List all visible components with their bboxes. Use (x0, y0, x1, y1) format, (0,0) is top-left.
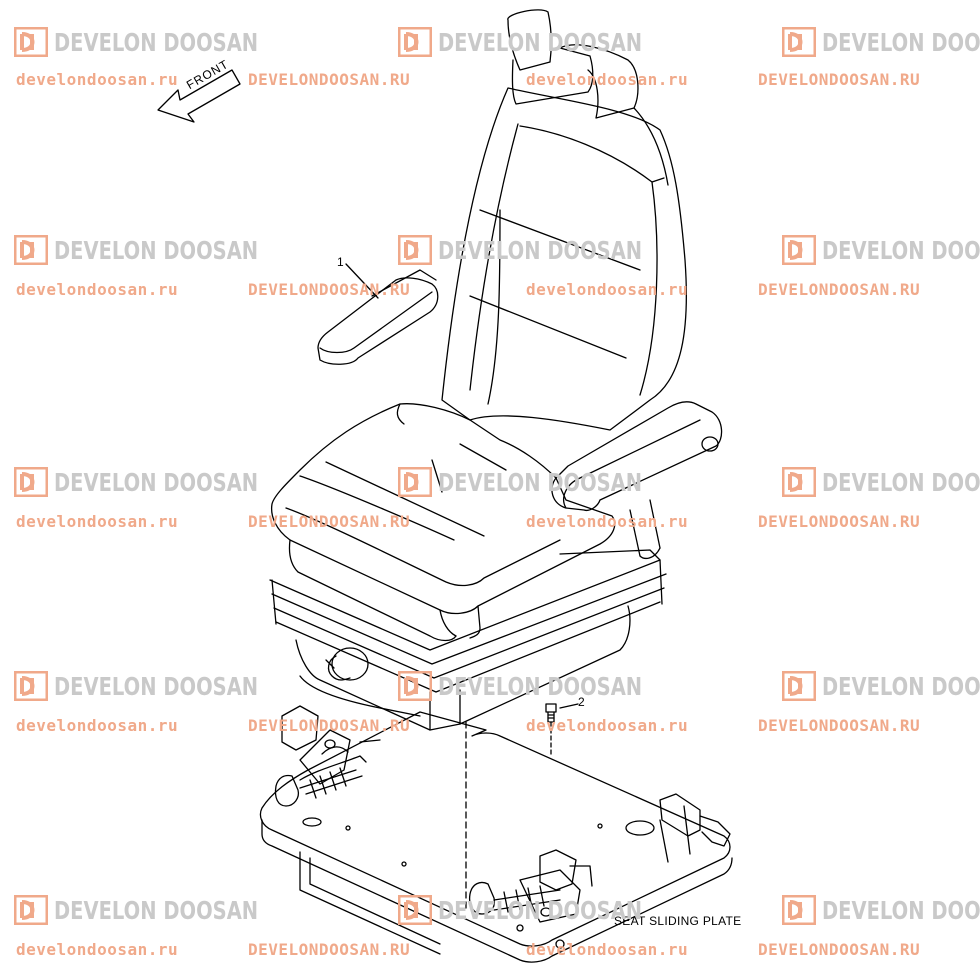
left-slide-mechanism (274, 705, 381, 807)
watermark-brand: DEVELON DOOSAN (782, 26, 980, 58)
watermark-brand: DEVELON DOOSAN (782, 466, 980, 498)
watermark-url: DEVELONDOOSAN.RU (758, 280, 921, 299)
watermark-url: DEVELONDOOSAN.RU (758, 940, 921, 959)
watermark-url: develondoosan.ru (16, 940, 179, 959)
develon-doosan-logo-icon (14, 895, 48, 925)
watermark-url: DEVELONDOOSAN.RU (758, 512, 921, 531)
watermark-brand-text: DEVELON DOOSAN (54, 671, 259, 701)
develon-doosan-logo-icon (398, 895, 432, 925)
watermark-url: develondoosan.ru (526, 70, 689, 89)
watermark-url: develondoosan.ru (16, 280, 179, 299)
watermark-brand-text: DEVELON DOOSAN (438, 467, 643, 497)
watermark-brand: DEVELON DOOSAN (14, 466, 316, 498)
watermark-url: develondoosan.ru (526, 716, 689, 735)
watermark-brand: DEVELON DOOSAN (398, 670, 700, 702)
develon-doosan-logo-icon (14, 467, 48, 497)
develon-doosan-logo-icon (398, 467, 432, 497)
watermark-brand: DEVELON DOOSAN (782, 234, 980, 266)
develon-doosan-logo-icon (14, 671, 48, 701)
bolt-icon (545, 703, 557, 757)
develon-doosan-logo-icon (398, 27, 432, 57)
watermark-url: DEVELONDOOSAN.RU (758, 716, 921, 735)
develon-doosan-logo-icon (398, 671, 432, 701)
callout-1: 1 (337, 255, 344, 269)
watermark-url: DEVELONDOOSAN.RU (248, 940, 411, 959)
watermark-brand-text: DEVELON DOOSAN (54, 27, 259, 57)
watermark-brand: DEVELON DOOSAN (398, 26, 700, 58)
watermark-brand: DEVELON DOOSAN (398, 466, 700, 498)
watermark-url: DEVELONDOOSAN.RU (248, 70, 411, 89)
watermark-brand-text: DEVELON DOOSAN (822, 671, 980, 701)
watermark-brand-text: DEVELON DOOSAN (54, 235, 259, 265)
watermark-brand: DEVELON DOOSAN (14, 234, 316, 266)
callout-2: 2 (578, 695, 585, 709)
watermark-brand: DEVELON DOOSAN (782, 670, 980, 702)
watermark-brand-text: DEVELON DOOSAN (822, 235, 980, 265)
watermark-brand-text: DEVELON DOOSAN (822, 895, 980, 925)
develon-doosan-logo-icon (14, 235, 48, 265)
develon-doosan-logo-icon (782, 671, 816, 701)
watermark-url: develondoosan.ru (16, 70, 179, 89)
seat-cushion (270, 403, 616, 642)
watermark-brand-text: DEVELON DOOSAN (822, 467, 980, 497)
watermark-brand-text: DEVELON DOOSAN (54, 895, 259, 925)
right-slide-mechanism (468, 849, 593, 923)
develon-doosan-logo-icon (782, 27, 816, 57)
seat-sliding-plate-caption: SEAT SLIDING PLATE (614, 914, 742, 928)
watermark-brand-text: DEVELON DOOSAN (438, 895, 643, 925)
watermark-brand: DEVELON DOOSAN (398, 234, 700, 266)
backrest (441, 87, 687, 431)
watermark-brand: DEVELON DOOSAN (14, 670, 316, 702)
watermark-url: DEVELONDOOSAN.RU (248, 716, 411, 735)
watermark-url: develondoosan.ru (16, 716, 179, 735)
watermark-brand: DEVELON DOOSAN (782, 894, 980, 926)
watermark-brand-text: DEVELON DOOSAN (438, 671, 643, 701)
watermark-url: develondoosan.ru (526, 940, 689, 959)
watermark-brand-text: DEVELON DOOSAN (822, 27, 980, 57)
watermark-brand-text: DEVELON DOOSAN (54, 467, 259, 497)
watermark-brand: DEVELON DOOSAN (14, 894, 316, 926)
watermark-url: DEVELONDOOSAN.RU (758, 70, 921, 89)
develon-doosan-logo-icon (782, 467, 816, 497)
watermark-url: DEVELONDOOSAN.RU (248, 512, 411, 531)
right-armrest (551, 401, 723, 512)
develon-doosan-logo-icon (14, 27, 48, 57)
develon-doosan-logo-icon (398, 235, 432, 265)
develon-doosan-logo-icon (782, 895, 816, 925)
front-arrow-icon (157, 69, 241, 123)
watermark-brand-text: DEVELON DOOSAN (438, 27, 643, 57)
adjustment-knob (325, 647, 369, 681)
suspension-bellows (269, 499, 667, 731)
watermark-url: develondoosan.ru (526, 512, 689, 531)
watermark-brand: DEVELON DOOSAN (14, 26, 316, 58)
latch-rod (659, 793, 731, 855)
headrest (507, 9, 639, 119)
develon-doosan-logo-icon (782, 235, 816, 265)
watermark-brand-text: DEVELON DOOSAN (438, 235, 643, 265)
watermark-url: develondoosan.ru (526, 280, 689, 299)
watermark-brand: DEVELON DOOSAN (398, 894, 700, 926)
watermark-url: develondoosan.ru (16, 512, 179, 531)
watermark-url: DEVELONDOOSAN.RU (248, 280, 411, 299)
left-armrest (317, 269, 439, 365)
